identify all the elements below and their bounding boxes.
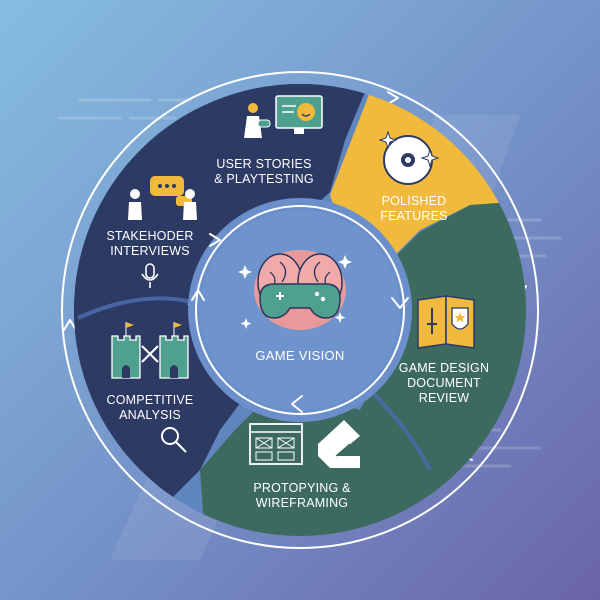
center-label: GAME VISION bbox=[255, 348, 344, 363]
disc-icon bbox=[378, 130, 440, 185]
segment-label-gdd-line2: DOCUMENT bbox=[407, 376, 481, 390]
segment-label-competitive-line2: ANALYSIS bbox=[119, 408, 181, 422]
outer-ring bbox=[61, 71, 539, 549]
arrow-icon bbox=[391, 297, 409, 309]
design-book-icon bbox=[417, 295, 475, 349]
inner-arrows bbox=[191, 233, 409, 413]
sparkle-icons bbox=[238, 255, 352, 329]
inner-ring-line bbox=[195, 205, 405, 415]
segment-label-user-stories-line1: USER STORIES bbox=[216, 157, 311, 171]
segment-label-stakeholder-line1: STAKEHODER bbox=[106, 229, 193, 243]
arrow-icon bbox=[209, 233, 221, 247]
arrow-icon bbox=[63, 319, 77, 331]
segment-label-stakeholder-line2: INTERVIEWS bbox=[110, 244, 190, 258]
segment-label-polished-line1: POLISHED bbox=[382, 194, 447, 208]
arrow-icon bbox=[291, 395, 303, 413]
segment-label-prototyping-line2: WIREFRAMING bbox=[256, 496, 348, 510]
segment-label-polished-line2: FEATURES bbox=[380, 209, 447, 223]
arrow-icon bbox=[191, 289, 205, 301]
microphone-icon bbox=[141, 263, 159, 288]
wireframe-icon bbox=[249, 420, 360, 468]
playtesting-icon bbox=[244, 95, 323, 138]
segment-label-prototyping-line1: PROTOPYING & bbox=[253, 481, 351, 495]
segment-label-competitive-line1: COMPETITIVE bbox=[107, 393, 194, 407]
magnifier-icon bbox=[161, 427, 187, 453]
segment-teal bbox=[200, 200, 526, 536]
segment-label-user-stories-line2: & PLAYTESTING bbox=[214, 172, 314, 186]
castles-icon bbox=[111, 322, 189, 379]
brain-controller-icon bbox=[254, 250, 346, 330]
segment-label-gdd-line3: REVIEW bbox=[419, 391, 470, 405]
arrow-icon bbox=[387, 91, 399, 105]
segment-label-gdd-line1: GAME DESIGN bbox=[399, 361, 489, 375]
interview-icon bbox=[128, 176, 197, 220]
